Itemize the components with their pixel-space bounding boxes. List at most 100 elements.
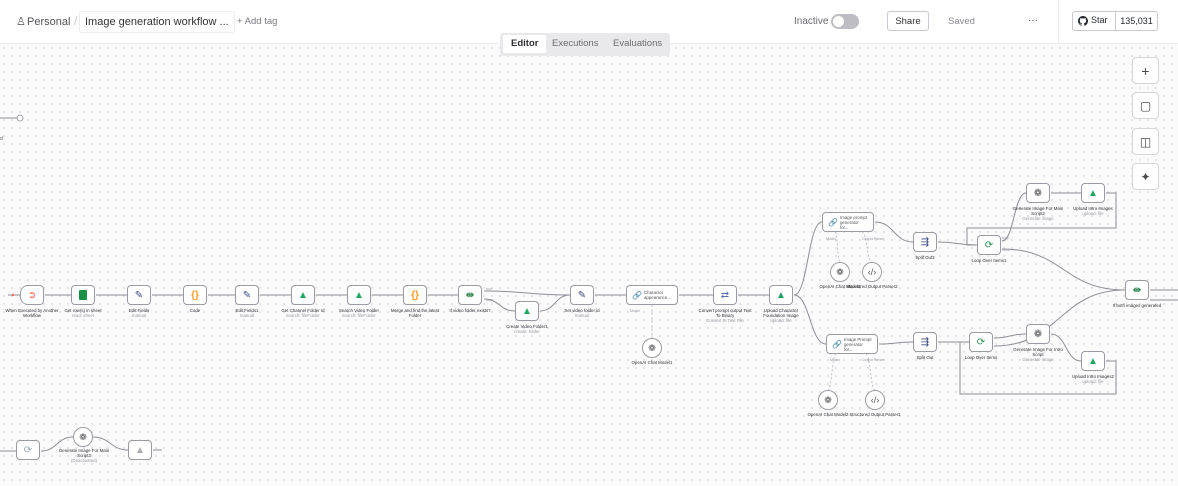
connection-ai: [827, 353, 837, 391]
merge-code-node[interactable]: {}: [403, 285, 427, 305]
openai-chat-model-2-label: OpenAI Chat Model2: [807, 412, 849, 417]
star-count: 135,031: [1115, 11, 1158, 31]
connection: [1050, 333, 1082, 362]
share-button[interactable]: Share: [887, 11, 929, 31]
connection: [539, 294, 571, 312]
openai-icon: ❁: [1033, 328, 1043, 340]
breadcrumb-separator: /: [74, 14, 78, 28]
character-chain-node[interactable]: 🔗Character appearance...: [626, 285, 678, 305]
upload-character-node[interactable]: ▲: [769, 285, 793, 305]
generate-image-main-node[interactable]: ❁: [1026, 183, 1050, 203]
connection-loopback: [959, 341, 1117, 395]
openai-chat-model-3-label: OpenAI Chat Model3: [819, 284, 861, 289]
split-out-2-node[interactable]: ⇶: [913, 232, 937, 252]
get-channel-folder-node[interactable]: ▲: [291, 285, 315, 305]
convert-to-file-node[interactable]: ⇄: [713, 285, 737, 305]
left-edge-marker: d: [0, 136, 3, 142]
active-toggle[interactable]: [831, 14, 859, 29]
wire-label-model-2: Model: [830, 358, 840, 362]
if-images-generated-node[interactable]: ⇹: [1125, 280, 1149, 300]
loop-over-items-node[interactable]: ⟳: [969, 332, 993, 352]
add-sticky-note-button[interactable]: ▢: [1132, 92, 1159, 119]
zoom-in-button[interactable]: +: [1132, 57, 1159, 84]
connection-true: [483, 290, 571, 296]
edit-fields-1-node[interactable]: ✎: [235, 285, 259, 305]
trigger-icon: ➲: [27, 289, 37, 301]
panel-icon: ◫: [1139, 134, 1152, 149]
project-breadcrumb[interactable]: Personal: [27, 16, 71, 28]
upload-partial-node[interactable]: ▲: [128, 440, 152, 460]
generate-image-main-3-node[interactable]: ❁: [73, 427, 93, 447]
google-drive-icon: ▲: [776, 289, 786, 301]
connection: [793, 294, 827, 345]
loop-over-items-1-node[interactable]: ⟳: [977, 235, 1001, 255]
structured-parser-1-node[interactable]: ‹/›: [865, 390, 885, 410]
tab-executions[interactable]: Executions: [552, 38, 599, 49]
connection-loopback: [966, 192, 1117, 246]
if-icon: ⇹: [465, 289, 475, 301]
connection: [874, 221, 914, 243]
openai-icon: ❁: [79, 431, 87, 442]
openai-icon: ❁: [824, 394, 832, 405]
edit-fields-node[interactable]: ✎: [127, 285, 151, 305]
connection-loop: [993, 333, 1027, 339]
sheets-node[interactable]: [71, 285, 95, 305]
search-video-folder-node[interactable]: ▲: [347, 285, 371, 305]
connection-lines: [0, 114, 1178, 452]
connection-ai: [861, 231, 873, 263]
structured-parser-2-node[interactable]: ‹/›: [862, 262, 882, 282]
tab-evaluations[interactable]: Evaluations: [613, 38, 663, 49]
loop-icon: ⟳: [23, 444, 33, 456]
toggle-panel-button[interactable]: ◫: [1132, 128, 1159, 155]
if-icon: ⇹: [1132, 284, 1142, 296]
tab-editor[interactable]: Editor: [503, 35, 547, 53]
connection-done: [993, 289, 1126, 347]
image-prompt-chain-2-node[interactable]: 🔗Image prompt generator for...: [822, 212, 874, 232]
generate-image-main-3-label: Generate Image For Main Script3(Deactiva…: [58, 448, 110, 463]
add-tag-button[interactable]: + Add tag: [237, 16, 278, 27]
loop-partial-node[interactable]: ⟳: [16, 440, 40, 460]
openai-chat-model-3-node[interactable]: ❁: [830, 262, 850, 282]
upload-intro-images-node[interactable]: ▲: [1081, 183, 1105, 203]
set-video-folder-node[interactable]: ✎: [570, 285, 594, 305]
ai-assistant-button[interactable]: ✦: [1132, 163, 1159, 190]
openai-chat-model-1-node[interactable]: ❁: [642, 338, 662, 358]
split-icon: ⇶: [920, 336, 930, 348]
image-prompt-chain-1-node[interactable]: 🔗Image Prompt generator for...: [826, 334, 878, 354]
connection: [40, 436, 74, 452]
link-icon: 🔗: [632, 290, 642, 300]
upload-intro-images-2-node[interactable]: ▲: [1081, 351, 1105, 371]
workflow-canvas[interactable]: [0, 44, 1178, 486]
connection-ai: [834, 231, 841, 263]
openai-icon: ❁: [836, 266, 844, 277]
loop-icon: ⟳: [976, 336, 986, 348]
code-icon: {}: [191, 289, 199, 301]
workflow-name[interactable]: Image generation workflow ...: [79, 11, 235, 33]
google-drive-icon: ▲: [1088, 355, 1098, 367]
code-node[interactable]: {}: [183, 285, 207, 305]
github-star-button[interactable]: Star: [1072, 11, 1116, 31]
openai-icon: ❁: [1033, 187, 1043, 199]
structured-parser-1-label: Structured Output Parser1: [849, 412, 901, 417]
file-convert-icon: ⇄: [720, 289, 730, 301]
connection-false: [483, 298, 516, 312]
more-menu-button[interactable]: ···: [1028, 15, 1038, 26]
split-out-node[interactable]: ⇶: [913, 332, 937, 352]
split-icon: ⇶: [920, 236, 930, 248]
connection: [878, 341, 914, 345]
create-video-folder-node[interactable]: ▲: [515, 301, 539, 321]
structured-parser-2-label: Structured Output Parser2: [846, 284, 898, 289]
generate-image-intro-node[interactable]: ❁: [1026, 324, 1050, 344]
openai-chat-model-2-node[interactable]: ❁: [818, 390, 838, 410]
trigger-node[interactable]: ➲: [20, 285, 44, 305]
if-folder-exists-node[interactable]: ⇹: [458, 285, 482, 305]
plus-icon: +: [1141, 62, 1150, 79]
wire-label-loop: loop: [1002, 236, 1009, 240]
